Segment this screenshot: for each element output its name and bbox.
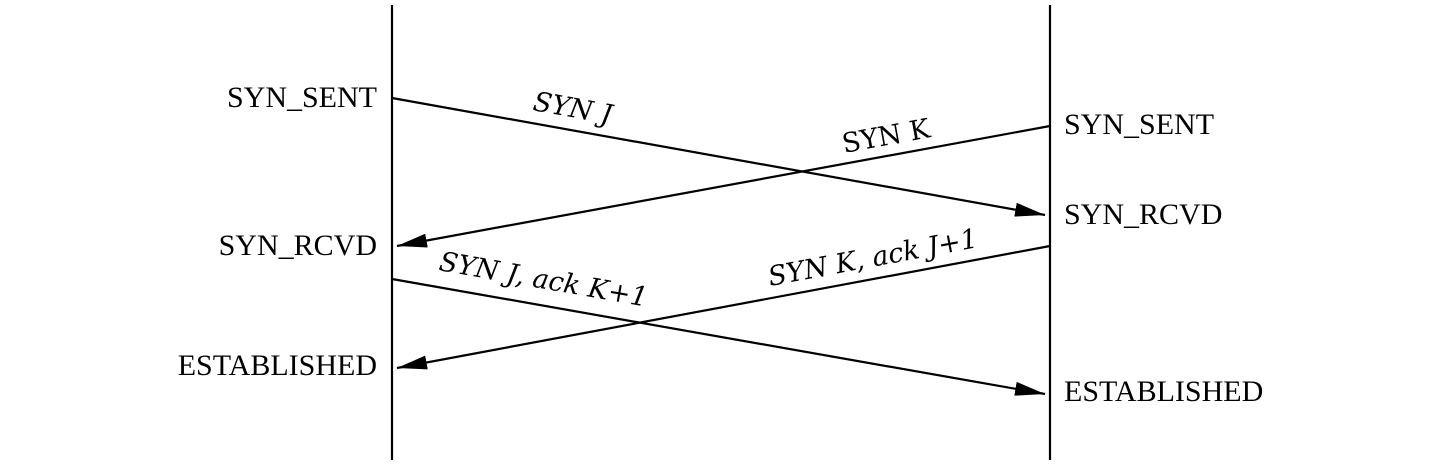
arrow-syn-j [391,96,1046,217]
arrow-syn-k-ack [396,244,1051,370]
label-syn-k: SYN K [840,113,934,160]
label-syn-j-ack: SYN J, ack K+1 [437,246,650,313]
label-syn-k-ack: SYN K, ack J+1 [766,223,981,293]
left-state-syn-rcvd: SYN_RCVD [219,229,377,262]
right-state-established: ESTABLISHED [1064,375,1263,408]
right-state-syn-sent: SYN_SENT [1064,108,1214,141]
left-state-established: ESTABLISHED [178,349,377,382]
arrow-syn-j-ack [391,277,1046,396]
arrow-syn-k [396,124,1051,248]
right-state-syn-rcvd: SYN_RCVD [1064,198,1222,231]
left-state-syn-sent: SYN_SENT [227,81,377,114]
